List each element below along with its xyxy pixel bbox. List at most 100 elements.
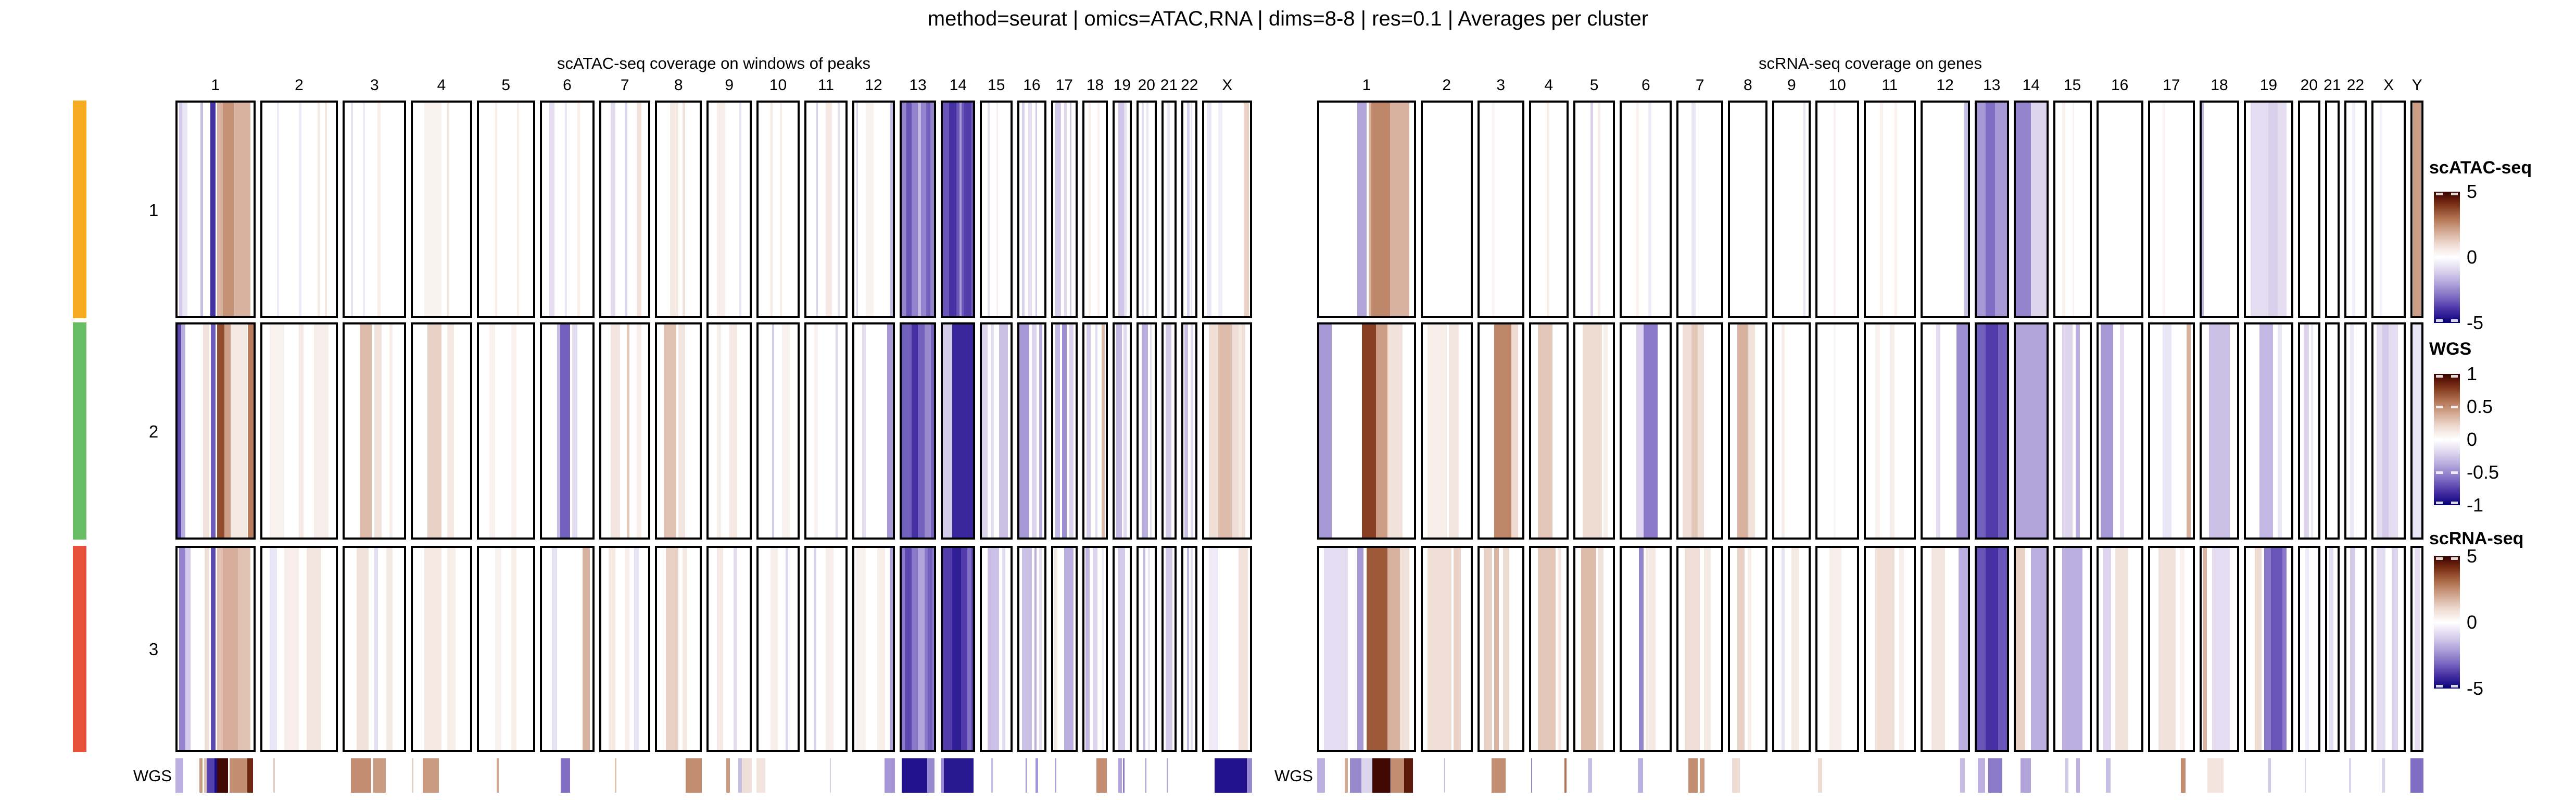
heatmap-box-atac-chr8-cluster3: [655, 546, 702, 752]
legend-tick-dash: [2451, 375, 2458, 378]
heatmap-box-rna-chr2-cluster1: [1420, 101, 1473, 318]
heatmap-stripe: [427, 324, 441, 538]
heatmap-stripe: [2208, 324, 2230, 538]
legend-tick-dash: [2451, 256, 2458, 259]
heatmap-stripe: [2201, 103, 2204, 316]
chrom-label-atac-6: 6: [563, 77, 572, 94]
heatmap-stripe: [2031, 548, 2047, 750]
heatmap-stripe: [1598, 548, 1604, 750]
heatmap-box-rna-chr21-cluster2: [2325, 322, 2340, 540]
wgs-stripe: [496, 758, 499, 793]
heatmap-stripe: [1085, 548, 1090, 750]
heatmap-box-atac-chr17-cluster3: [1051, 546, 1078, 752]
heatmap-box-rna-chr16-cluster2: [2096, 322, 2143, 540]
heatmap-stripe: [269, 324, 285, 538]
heatmap-box-rna-chr14-cluster1: [2014, 101, 2049, 318]
heatmap-stripe: [772, 324, 775, 538]
chrom-label-rna-16: 16: [2111, 77, 2129, 94]
heatmap-stripe: [988, 548, 1000, 750]
heatmap-stripe: [1146, 103, 1149, 316]
legend-tick-WGS-1: 1: [2467, 363, 2478, 384]
heatmap-stripe: [1781, 324, 1785, 538]
wgs-label-left: WGS: [133, 767, 172, 785]
wgs-strip-atac-chr15: [980, 758, 1013, 793]
wgs-strip-atac-chr2: [260, 758, 338, 793]
heatmap-box-atac-chrX-cluster1: [1202, 101, 1252, 318]
wgs-stripe: [742, 758, 752, 793]
heatmap-stripe: [780, 103, 782, 316]
chrom-label-atac-10: 10: [769, 77, 787, 94]
wgs-strip-atac-chr22: [1181, 758, 1198, 793]
heatmap-stripe: [2379, 103, 2383, 316]
heatmap-stripe: [1454, 548, 1461, 750]
heatmap-stripe: [1209, 548, 1218, 750]
heatmap-box-rna-chr21-cluster1: [2325, 101, 2340, 318]
legend-tick-WGS--1: -1: [2467, 494, 2484, 516]
heatmap-box-rna-chr12-cluster3: [1920, 546, 1970, 752]
heatmap-stripe: [2076, 324, 2080, 538]
heatmap-box-atac-chr20-cluster1: [1136, 101, 1157, 318]
heatmap-stripe: [634, 548, 639, 750]
heatmap-stripe: [608, 548, 616, 750]
heatmap-stripe: [1376, 324, 1387, 538]
heatmap-stripe: [1166, 548, 1172, 750]
heatmap-box-rna-chr13-cluster3: [1974, 546, 2010, 752]
heatmap-box-rna-chr11-cluster1: [1863, 101, 1916, 318]
heatmap-stripe: [625, 548, 630, 750]
heatmap-box-rna-chr1-cluster1: [1317, 101, 1416, 318]
heatmap-stripe: [582, 548, 590, 750]
wgs-strip-rna-chr11: [1863, 758, 1916, 793]
heatmap-stripe: [1101, 324, 1105, 538]
heatmap-stripe: [2414, 548, 2420, 750]
heatmap-box-atac-chr15-cluster1: [980, 101, 1013, 318]
legend-tick-dash: [2436, 621, 2443, 624]
heatmap-stripe: [299, 324, 304, 538]
cluster-color-bar-1: [73, 101, 86, 318]
heatmap-stripe: [2102, 548, 2112, 750]
heatmap-box-atac-chr21-cluster3: [1161, 546, 1177, 752]
heatmap-box-rna-chr6-cluster3: [1620, 546, 1672, 752]
heatmap-stripe: [2158, 548, 2176, 750]
heatmap-stripe: [2062, 548, 2083, 750]
heatmap-stripe: [2250, 103, 2287, 316]
heatmap-box-rna-chr18-cluster3: [2199, 546, 2239, 752]
wgs-stripe: [2410, 758, 2423, 793]
heatmap-stripe: [1636, 103, 1639, 316]
heatmap-stripe: [1833, 324, 1836, 538]
heatmap-box-atac-chr7-cluster3: [599, 546, 651, 752]
wgs-strip-atac-chr20: [1136, 758, 1157, 793]
wgs-strip-atac-chr10: [756, 758, 800, 793]
chrom-label-rna-15: 15: [2063, 77, 2081, 94]
heatmap-stripe: [611, 103, 616, 316]
heatmap-stripe: [1086, 324, 1091, 538]
heatmap-stripe: [1590, 103, 1593, 316]
heatmap-stripe: [1141, 103, 1144, 316]
wgs-stripe: [1118, 758, 1122, 793]
heatmap-box-rna-chrY-cluster1: [2410, 101, 2423, 318]
heatmap-box-rna-chr15-cluster3: [2053, 546, 2092, 752]
chrom-label-atac-19: 19: [1113, 77, 1131, 94]
legend-title-WGS: WGS: [2429, 339, 2472, 359]
heatmap-box-rna-chr7-cluster2: [1676, 322, 1724, 540]
heatmap-stripe: [729, 324, 738, 538]
wgs-stripe: [204, 758, 207, 793]
legend-tick-dash: [2451, 502, 2458, 504]
heatmap-stripe: [1191, 324, 1193, 538]
heatmap-box-atac-chr16-cluster3: [1017, 546, 1046, 752]
chrom-label-atac-7: 7: [620, 77, 629, 94]
wgs-stripe: [1055, 758, 1056, 793]
heatmap-box-atac-chr10-cluster2: [756, 322, 800, 540]
wgs-stripe: [927, 758, 935, 793]
heatmap-box-atac-chr15-cluster3: [980, 546, 1013, 752]
heatmap-stripe: [2391, 548, 2398, 750]
heatmap-stripe: [1239, 548, 1248, 750]
wgs-strip-atac-chr21: [1161, 758, 1177, 793]
wgs-strip-atac-chr5: [476, 758, 535, 793]
heatmap-box-atac-chr14-cluster1: [941, 101, 976, 318]
legend-tick-dash: [2436, 439, 2443, 441]
heatmap-stripe: [1986, 548, 1998, 750]
wgs-stripe: [247, 758, 253, 793]
legend-tick-dash: [2436, 685, 2443, 688]
wgs-strip-rna-chr17: [2148, 758, 2195, 793]
heatmap-box-atac-chr17-cluster2: [1051, 322, 1078, 540]
